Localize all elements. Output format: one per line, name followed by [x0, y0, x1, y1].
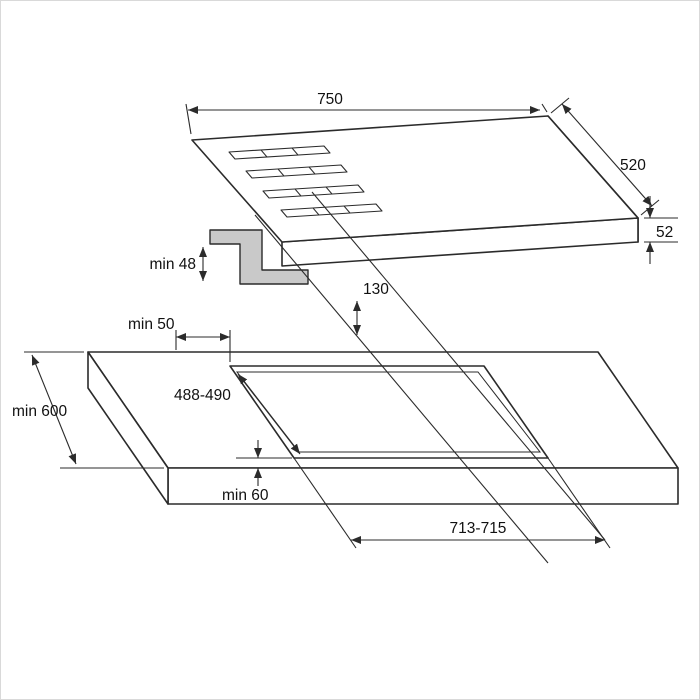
- hob-group: [191, 115, 639, 285]
- dimension-713-715: 713-715: [293, 457, 611, 549]
- extension-line: [547, 457, 611, 549]
- label-front-gap: min 60: [222, 487, 269, 504]
- dimension-line: [561, 103, 653, 207]
- label-cutout-width: 713-715: [450, 520, 507, 537]
- dimension-min600: min 600: [12, 351, 164, 469]
- dimension-750: 750: [185, 91, 548, 135]
- dimension-min60: min 60: [222, 440, 292, 504]
- projection-lines: [254, 191, 606, 564]
- grate-bar: [343, 205, 351, 214]
- extension-line: [550, 97, 570, 114]
- worktop-left-face: [87, 351, 169, 505]
- extension-line: [293, 457, 357, 549]
- label-connection-offset: 130: [363, 281, 389, 298]
- worktop-group: [87, 351, 679, 505]
- grate-bar: [294, 188, 302, 197]
- grate-bar: [277, 168, 285, 177]
- label-rear-gap: min 50: [128, 316, 175, 333]
- grate-bar: [308, 166, 316, 175]
- grate-bar: [312, 207, 320, 216]
- hob-top-surface: [191, 115, 639, 243]
- dimension-min48: min 48: [149, 247, 207, 281]
- dimension-488-490: 488-490: [174, 373, 301, 455]
- label-hob-width: 750: [317, 91, 343, 108]
- dimension-min50: min 50: [128, 316, 231, 362]
- label-clearance-below: min 48: [149, 256, 196, 273]
- label-hob-height: 52: [656, 224, 673, 241]
- projection-line: [254, 214, 549, 564]
- dimension-130: 130: [353, 281, 389, 335]
- grate-bar: [325, 186, 333, 195]
- label-cutout-depth: 488-490: [174, 387, 231, 404]
- dimension-line: [31, 354, 77, 465]
- dimension-52: 52: [644, 196, 678, 264]
- grate-bar: [260, 149, 268, 158]
- extension-line: [185, 103, 192, 135]
- projection-line: [311, 191, 606, 541]
- label-hob-depth: 520: [620, 157, 646, 174]
- label-worktop-depth: min 600: [12, 403, 68, 420]
- mounting-bracket: [209, 229, 309, 285]
- extension-line: [541, 103, 548, 113]
- burner-grates: [228, 145, 383, 218]
- grate-bar: [291, 147, 299, 156]
- dimension-line: [237, 373, 301, 455]
